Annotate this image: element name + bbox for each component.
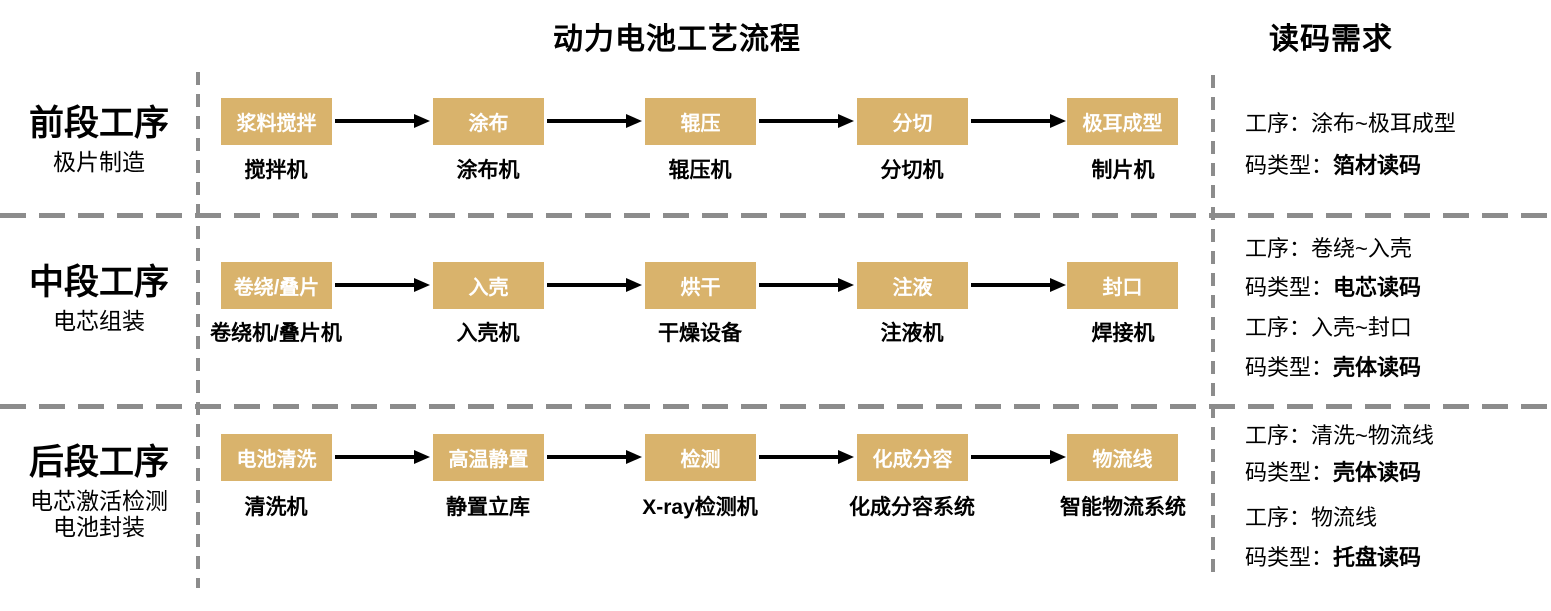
requirement-value: 电芯读码 [1333, 275, 1422, 300]
machine-label: X-ray检测机 [642, 496, 758, 519]
machine-label: 注液机 [880, 322, 944, 345]
process-step-box: 浆料搅拌 [221, 98, 332, 145]
requirement-line: 码类型：托盘读码 [1245, 543, 1421, 573]
machine-label: 静置立库 [446, 496, 530, 519]
process-step-box: 注液 [857, 262, 968, 309]
requirement-prefix: 码类型： [1245, 545, 1334, 570]
flow-arrow-icon [335, 450, 430, 464]
machine-label: 化成分容系统 [849, 496, 975, 519]
process-step-box: 入壳 [433, 262, 544, 309]
requirement-prefix: 工序： [1245, 236, 1312, 261]
machine-label: 辊压机 [668, 159, 732, 182]
requirement-value: 涂布~极耳成型 [1311, 111, 1456, 136]
flow-arrow-icon [547, 278, 642, 292]
process-step-box: 辊压 [645, 98, 756, 145]
horizontal-dashed-divider-2 [0, 404, 1551, 409]
stage-label-middle: 中段工序 电芯组装 [0, 263, 198, 334]
requirement-line: 码类型：壳体读码 [1245, 353, 1421, 383]
horizontal-dashed-divider-1 [0, 213, 1551, 218]
machine-label: 搅拌机 [244, 159, 308, 182]
stage-subtitle: 电芯组装 [53, 308, 145, 334]
machine-label: 清洗机 [244, 496, 308, 519]
machine-label: 智能物流系统 [1060, 496, 1186, 519]
flow-arrow-icon [547, 450, 642, 464]
requirement-line: 工序：物流线 [1245, 503, 1377, 533]
process-step-box: 烘干 [645, 262, 756, 309]
requirement-value: 壳体读码 [1333, 460, 1422, 485]
machine-label: 焊接机 [1091, 322, 1155, 345]
stage-subtitle: 电池封装 [53, 514, 145, 540]
machine-label: 卷绕机/叠片机 [210, 322, 342, 345]
requirement-prefix: 工序： [1245, 423, 1312, 448]
process-step-box: 高温静置 [433, 434, 544, 481]
requirement-value: 壳体读码 [1333, 355, 1422, 380]
flow-arrow-icon [971, 278, 1066, 292]
requirement-prefix: 工序： [1245, 505, 1312, 530]
process-step-box: 化成分容 [857, 434, 968, 481]
requirement-value: 入壳~封口 [1311, 315, 1412, 340]
requirement-value: 卷绕~入壳 [1311, 236, 1412, 261]
requirement-value: 物流线 [1311, 505, 1378, 530]
requirement-line: 码类型：壳体读码 [1245, 458, 1421, 488]
machine-label: 入壳机 [456, 322, 520, 345]
flow-arrow-icon [971, 450, 1066, 464]
flow-arrow-icon [547, 114, 642, 128]
left-vertical-dashed-divider [196, 72, 200, 588]
requirement-line: 码类型：箔材读码 [1245, 151, 1421, 181]
stage-label-front: 前段工序 极片制造 [0, 104, 198, 175]
process-step-box: 检测 [645, 434, 756, 481]
requirement-line: 工序：涂布~极耳成型 [1245, 109, 1456, 139]
requirement-value: 清洗~物流线 [1311, 423, 1434, 448]
requirement-prefix: 码类型： [1245, 153, 1334, 178]
stage-title: 前段工序 [28, 104, 169, 143]
machine-label: 分切机 [880, 159, 944, 182]
requirement-value: 托盘读码 [1333, 545, 1422, 570]
requirement-prefix: 工序： [1245, 111, 1312, 136]
stage-title: 后段工序 [28, 443, 169, 482]
requirement-line: 工序：入壳~封口 [1245, 313, 1412, 343]
requirement-prefix: 码类型： [1245, 355, 1334, 380]
process-step-box: 卷绕/叠片 [221, 262, 332, 309]
process-step-box: 电池清洗 [221, 434, 332, 481]
flow-arrow-icon [971, 114, 1066, 128]
process-step-box: 分切 [857, 98, 968, 145]
stage-subtitle: 极片制造 [53, 149, 145, 175]
flow-section-title: 动力电池工艺流程 [553, 23, 801, 56]
flow-arrow-icon [759, 450, 854, 464]
flow-arrow-icon [335, 114, 430, 128]
requirement-line: 工序：清洗~物流线 [1245, 421, 1434, 451]
flow-arrow-icon [335, 278, 430, 292]
stage-title: 中段工序 [28, 263, 169, 302]
process-step-box: 涂布 [433, 98, 544, 145]
requirement-value: 箔材读码 [1333, 153, 1422, 178]
right-vertical-dashed-divider [1211, 75, 1215, 572]
flow-arrow-icon [759, 278, 854, 292]
process-step-box: 极耳成型 [1067, 98, 1178, 145]
machine-label: 干燥设备 [658, 322, 742, 345]
flow-arrow-icon [759, 114, 854, 128]
process-step-box: 物流线 [1067, 434, 1178, 481]
requirement-prefix: 码类型： [1245, 460, 1334, 485]
code-reading-section-title: 读码需求 [1269, 23, 1393, 56]
requirement-prefix: 码类型： [1245, 275, 1334, 300]
machine-label: 涂布机 [456, 159, 520, 182]
requirement-prefix: 工序： [1245, 315, 1312, 340]
requirement-line: 工序：卷绕~入壳 [1245, 234, 1412, 264]
machine-label: 制片机 [1091, 159, 1155, 182]
stage-subtitle: 电芯激活检测 [30, 488, 168, 514]
process-step-box: 封口 [1067, 262, 1178, 309]
requirement-line: 码类型：电芯读码 [1245, 273, 1421, 303]
stage-label-rear: 后段工序 电芯激活检测 电池封装 [0, 443, 198, 540]
